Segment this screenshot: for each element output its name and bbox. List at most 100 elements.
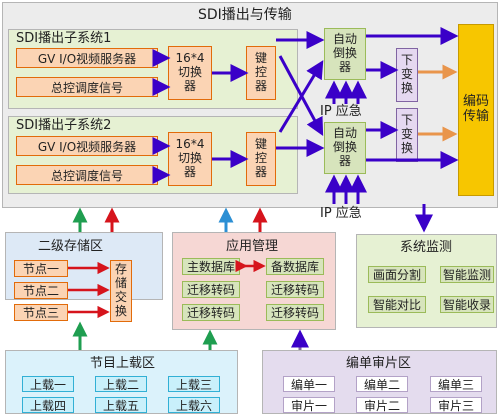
monitor-label: 智能收录 [442,298,491,312]
switcher-line-1: 16*4 [175,51,205,66]
monitor-label: 智能对比 [372,298,421,312]
master-signal-label: 总控调度信号 [50,80,123,95]
upload-item-4: 上载四 [22,397,74,413]
gv-server-box-1: GV I/O视频服务器 [16,48,158,68]
down-line-3: 换 [400,80,413,95]
review-label: 编单三 [437,377,474,392]
key-line-3: 器 [254,78,267,93]
auto-line-3: 器 [338,59,351,74]
upload-item-2: 上载二 [95,376,147,392]
master-signal-label: 总控调度信号 [50,168,123,183]
switcher-line-3: 器 [183,164,196,179]
ip-emergency-label-1: IP 应急 [320,104,362,119]
review-item-6: 审片三 [430,397,482,413]
upload-label: 上载四 [29,398,66,413]
review-item-3: 编单三 [430,376,482,392]
monitor-item-1: 画面分割 [368,266,426,283]
upload-label: 上载五 [102,398,139,413]
switcher-box-2: 16*4 切换 器 [168,132,212,186]
key-line-3: 器 [254,164,267,179]
review-item-1: 编单一 [283,376,335,392]
auto-line-2: 倒换 [332,46,357,61]
exchange-line-4: 换 [114,303,127,318]
storage-exchange-box: 存 储 交 换 [110,260,132,322]
node-label: 节点三 [22,306,59,320]
migrate-label: 迁移转码 [186,306,235,320]
review-label: 审片一 [290,398,327,413]
key-line-2: 控 [254,65,267,80]
storage-node-3: 节点三 [14,304,68,321]
migrate-label: 迁移转码 [270,283,319,297]
down-line-2: 变 [400,67,413,82]
node-label: 节点二 [22,284,59,298]
gv-server-box-2: GV I/O视频服务器 [16,136,158,156]
upload-title: 节目上载区 [90,356,156,371]
review-label: 审片二 [363,398,400,413]
arrow-key1-auto2 [278,55,324,136]
storage-title: 二级存储区 [38,239,104,254]
review-label: 编单二 [363,377,400,392]
upload-item-1: 上载一 [22,376,74,392]
backup-db-box: 备数据库 [266,258,324,275]
switcher-line-2: 切换 [177,151,202,166]
storage-node-1: 节点一 [14,260,68,277]
migrate-label: 迁移转码 [270,306,319,320]
ip-emergency-label-2: IP 应急 [320,206,362,221]
monitor-title: 系统监测 [400,240,453,255]
monitor-label: 智能监测 [442,268,491,282]
gv-server-label: GV I/O视频服务器 [37,51,137,66]
encoder-line-1: 编码 [462,94,489,110]
switcher-line-2: 切换 [177,65,202,80]
auto-line-3: 器 [338,153,351,168]
gv-server-label: GV I/O视频服务器 [37,139,137,154]
migrate-box-2: 迁移转码 [266,281,324,298]
master-signal-box-2: 总控调度信号 [16,165,158,185]
exchange-line-1: 存 [114,262,127,277]
down-convert-box-1: 下 变 换 [396,48,418,102]
auto-switch-box-1: 自动 倒换 器 [324,28,366,80]
down-line-2: 变 [400,127,413,142]
key-line-1: 键 [254,51,267,66]
storage-node-2: 节点二 [14,282,68,299]
review-item-2: 编单二 [356,376,408,392]
exchange-line-3: 交 [114,290,127,304]
monitor-label: 画面分割 [372,268,421,282]
node-label: 节点一 [22,262,59,276]
switcher-box-1: 16*4 切换 器 [168,46,212,100]
encoder-line-2: 传输 [462,109,489,124]
key-line-1: 键 [254,137,267,152]
backup-db-label: 备数据库 [270,260,319,274]
exchange-line-2: 储 [114,276,127,291]
master-signal-box-1: 总控调度信号 [16,77,158,97]
monitor-item-2: 智能监测 [440,266,494,283]
auto-switch-box-2: 自动 倒换 器 [324,122,366,174]
down-line-3: 换 [400,140,413,155]
auto-line-2: 倒换 [332,140,357,155]
switcher-line-1: 16*4 [175,137,205,152]
monitor-item-4: 智能收录 [440,296,494,313]
review-label: 编单一 [290,377,327,392]
migrate-box-3: 迁移转码 [182,304,240,321]
auto-line-1: 自动 [332,126,357,141]
migrate-label: 迁移转码 [186,283,235,297]
migrate-box-4: 迁移转码 [266,304,324,321]
key-controller-box-1: 键 控 器 [246,46,276,100]
down-convert-box-2: 下 变 换 [396,108,418,162]
upload-item-5: 上载五 [95,397,147,413]
arrow-key2-auto1 [278,60,324,133]
auto-line-1: 自动 [332,32,357,47]
review-label: 审片三 [437,398,474,413]
encoder-box: 编码 传输 [458,24,494,196]
switcher-line-3: 器 [183,78,196,93]
app-title: 应用管理 [226,239,279,254]
upload-label: 上载二 [102,377,139,392]
subsystem1-title: SDI播出子系统1 [16,31,112,46]
upload-label: 上载三 [175,377,212,392]
monitor-item-3: 智能对比 [368,296,426,313]
down-line-1: 下 [400,113,413,128]
upload-item-3: 上载三 [168,376,220,392]
down-line-1: 下 [400,53,413,68]
sdi-title: SDI播出与传输 [198,7,292,23]
key-line-2: 控 [254,151,267,166]
